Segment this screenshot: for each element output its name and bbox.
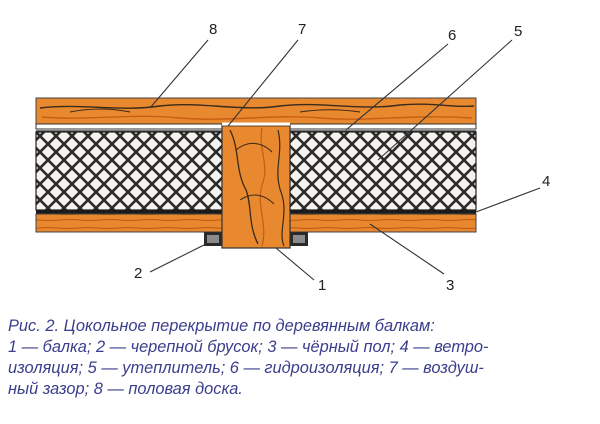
- air-gap: [222, 122, 290, 127]
- insulation-left: [35, 131, 223, 211]
- cranial-bar-left: [204, 232, 222, 246]
- label-1: 1: [318, 277, 326, 294]
- label-4: 4: [542, 173, 550, 190]
- label-8: 8: [209, 21, 217, 38]
- label-5: 5: [514, 23, 522, 40]
- insulation-right: [289, 131, 477, 211]
- caption-line-4: ный зазор; 8 — половая доска.: [8, 380, 243, 398]
- label-7: 7: [298, 21, 306, 38]
- figure-caption: Рис. 2. Цокольное перекрытие по деревянн…: [8, 316, 594, 400]
- label-6: 6: [448, 27, 456, 44]
- leader-lines: [149, 39, 541, 281]
- subfloor-right: [289, 213, 477, 233]
- caption-line-3: изоляция; 5 — утеплитель; 6 — гидроизоля…: [8, 359, 484, 377]
- label-2: 2: [134, 265, 142, 282]
- caption-line-1: Рис. 2. Цокольное перекрытие по деревянн…: [8, 317, 435, 335]
- cranial-bar-right: [290, 232, 308, 246]
- floor-board: [35, 97, 477, 125]
- beam: [221, 123, 291, 249]
- subfloor-left: [35, 213, 223, 233]
- caption-line-2: 1 — балка; 2 — черепной брусок; 3 — чёрн…: [8, 338, 489, 356]
- label-3: 3: [446, 277, 454, 294]
